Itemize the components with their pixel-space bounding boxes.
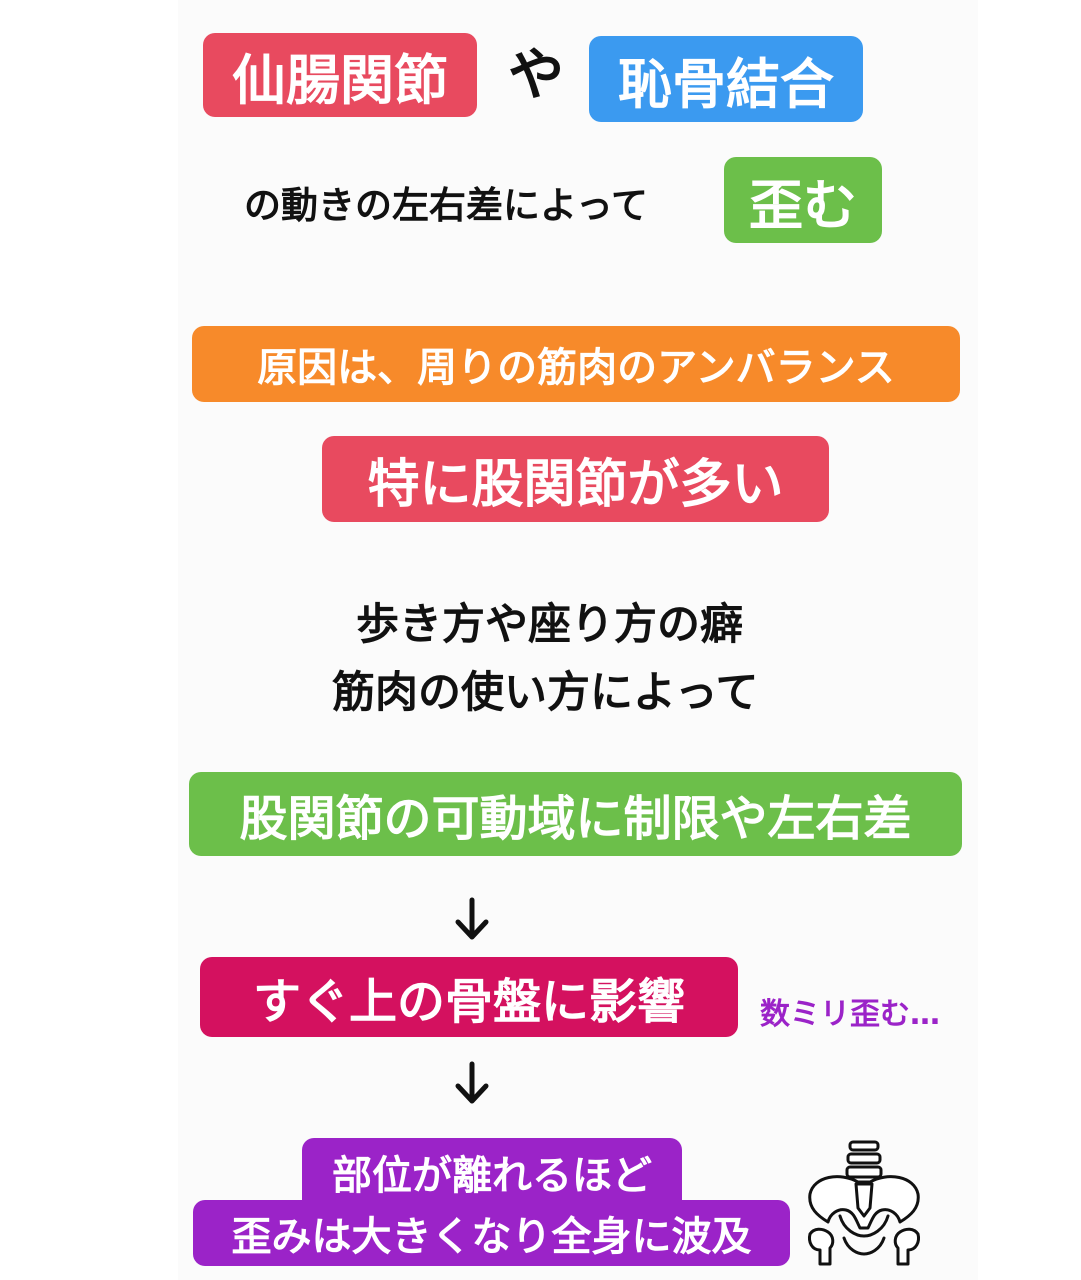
term-pubic-symphysis: 恥骨結合 <box>589 36 863 122</box>
down-arrow-icon <box>455 1061 489 1104</box>
cause-banner: 原因は、周りの筋肉のアンバランス <box>192 326 960 402</box>
connector-ya: や <box>508 43 564 108</box>
range-limitation-label: 股関節の可動域に制限や左右差 <box>239 791 912 847</box>
few-millimeters-note: 数ミリ歪む… <box>760 997 940 1032</box>
pelvis-influence-label: すぐ上の骨盤に影響 <box>252 974 685 1030</box>
left-right-difference-text: の動きの左右差によって <box>244 184 649 227</box>
distance-line-1: 部位が離れるほど <box>332 1153 652 1199</box>
distort-badge: 歪む <box>724 157 882 243</box>
term-pubic-label: 恥骨結合 <box>618 52 834 116</box>
hip-joint-label: 特に股関節が多い <box>367 454 784 515</box>
distance-banner-bottom: 歪みは大きくなり全身に波及 <box>193 1200 790 1266</box>
habits-line-1: 歩き方や座り方の癖 <box>356 600 743 650</box>
distance-banner-top: 部位が離れるほど <box>302 1138 682 1206</box>
habits-line-2: 筋肉の使い方によって <box>332 668 759 718</box>
hip-joint-banner: 特に股関節が多い <box>322 436 829 522</box>
down-arrow-icon <box>455 897 489 940</box>
pelvis-influence-banner: すぐ上の骨盤に影響 <box>200 957 738 1037</box>
range-limitation-banner: 股関節の可動域に制限や左右差 <box>189 772 962 856</box>
cause-label: 原因は、周りの筋肉のアンバランス <box>257 345 895 391</box>
term-sacroiliac-joint: 仙腸関節 <box>203 33 477 117</box>
distort-badge-label: 歪む <box>749 173 857 237</box>
distance-line-2: 歪みは大きくなり全身に波及 <box>231 1214 752 1260</box>
pelvis-icon <box>808 1140 920 1266</box>
term-sacroiliac-label: 仙腸関節 <box>232 48 448 112</box>
